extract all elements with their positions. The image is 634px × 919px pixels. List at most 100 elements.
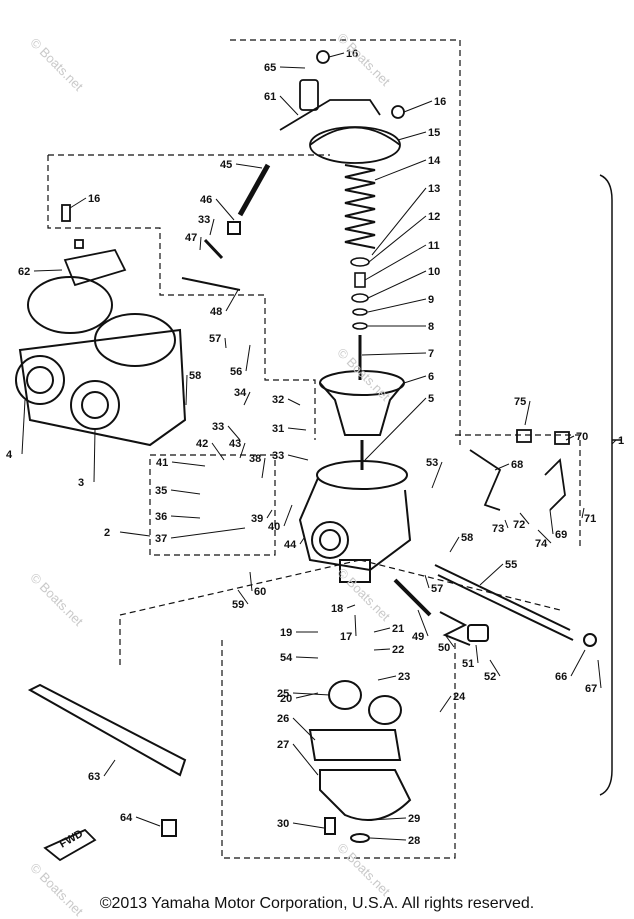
throttle-shaft — [434, 564, 597, 647]
part-number-label: 71 — [584, 513, 596, 525]
part-number-label: 11 — [428, 240, 440, 252]
part-number-label: 35 — [155, 485, 167, 497]
part-number-label: 5 — [428, 393, 434, 405]
part-number-label: 23 — [398, 671, 410, 683]
leader-line — [292, 822, 325, 829]
leader-line — [403, 100, 433, 113]
part-number-label: 16 — [434, 96, 446, 108]
leader-line — [170, 489, 201, 495]
part-number-label: 75 — [514, 396, 526, 408]
part-number-label: 22 — [392, 644, 404, 656]
leader-line — [249, 571, 253, 592]
leader-line — [225, 289, 239, 312]
leader-line — [287, 398, 301, 406]
leader-line — [377, 675, 397, 681]
leader-line — [364, 244, 427, 281]
part-number-label: 50 — [438, 642, 450, 654]
top-cover-assembly — [279, 50, 405, 164]
leader-line — [328, 52, 345, 58]
part-number-label: 13 — [428, 183, 440, 195]
leader-line — [597, 659, 602, 689]
leader-line — [199, 236, 202, 251]
leader-line — [237, 589, 249, 605]
part-number-label: 21 — [392, 623, 404, 635]
part-number-label: 40 — [268, 521, 280, 533]
leader-line — [417, 609, 429, 637]
part-number-label: 33 — [272, 450, 284, 462]
leader-line — [449, 536, 460, 553]
leader-line — [287, 454, 309, 461]
part-number-label: 74 — [535, 538, 548, 550]
part-number-label: 56 — [230, 366, 242, 378]
leader-line — [215, 198, 235, 221]
part-number-label: 4 — [6, 449, 13, 461]
leader-line — [292, 692, 331, 696]
part-number-label: 9 — [428, 294, 434, 306]
leader-line — [570, 649, 586, 677]
part-number-label: 46 — [200, 194, 212, 206]
part-number-label: 64 — [120, 812, 133, 824]
piston-diaphragm — [319, 370, 405, 470]
part-number-label: 57 — [431, 583, 443, 595]
leader-line — [475, 644, 479, 664]
part-number-label: 62 — [18, 266, 30, 278]
leader-line — [171, 461, 206, 467]
leader-line — [211, 442, 225, 461]
leader-line — [239, 442, 246, 459]
part-number-label: 34 — [234, 387, 247, 399]
leader-line — [135, 816, 161, 827]
part-number-label: 31 — [272, 423, 284, 435]
part-number-label: 60 — [254, 586, 266, 598]
part-number-label: 58 — [461, 532, 473, 544]
part-number-label: 45 — [220, 159, 232, 171]
part-number-label: 73 — [492, 523, 504, 535]
leader-line — [292, 717, 316, 741]
leader-line — [245, 344, 251, 372]
part-number-label: 39 — [251, 513, 263, 525]
leader-line — [489, 659, 501, 677]
leader-line — [283, 504, 293, 527]
leader-line — [69, 197, 87, 209]
part-number-label: 41 — [156, 457, 168, 469]
part-number-label: 59 — [232, 599, 244, 611]
part-number-label: 16 — [88, 193, 100, 205]
part-number-label: 30 — [277, 818, 289, 830]
part-number-label: 70 — [576, 431, 588, 443]
part-number-label: 53 — [426, 457, 438, 469]
part-number-label: 25 — [277, 688, 289, 700]
carburetor-bank-assembly — [15, 276, 187, 447]
leader-line — [119, 531, 151, 537]
leader-line — [292, 743, 319, 776]
float-bowl — [308, 680, 412, 843]
leader-line — [368, 215, 427, 263]
part-number-label: 43 — [229, 438, 241, 450]
leader-line — [374, 159, 427, 181]
leader-line — [354, 614, 357, 637]
part-number-label: 52 — [484, 671, 496, 683]
part-number-label: 55 — [505, 559, 517, 571]
part-number-label: 48 — [210, 306, 222, 318]
part-number-label: 54 — [280, 652, 293, 664]
part-number-label: 1 — [618, 435, 624, 447]
bracket-parts — [469, 429, 570, 511]
part-number-label: 67 — [585, 683, 597, 695]
part-number-label: 33 — [212, 421, 224, 433]
leader-line — [369, 817, 407, 821]
leader-line — [431, 461, 443, 489]
part-number-label: 38 — [249, 453, 261, 465]
leader-line — [295, 656, 319, 659]
leader-line — [371, 187, 427, 256]
part-number-label: 26 — [277, 713, 289, 725]
leader-line — [279, 66, 306, 69]
choke-parts — [393, 578, 489, 646]
part-number-label: 2 — [104, 527, 110, 539]
part-number-label: 15 — [428, 127, 440, 139]
part-number-label: 51 — [462, 658, 474, 670]
part-number-label: 65 — [264, 62, 276, 74]
leader-line — [227, 425, 241, 441]
leader-line — [479, 563, 504, 586]
front-arrow — [43, 828, 97, 862]
leader-line — [367, 270, 427, 299]
leader-line — [367, 298, 427, 313]
